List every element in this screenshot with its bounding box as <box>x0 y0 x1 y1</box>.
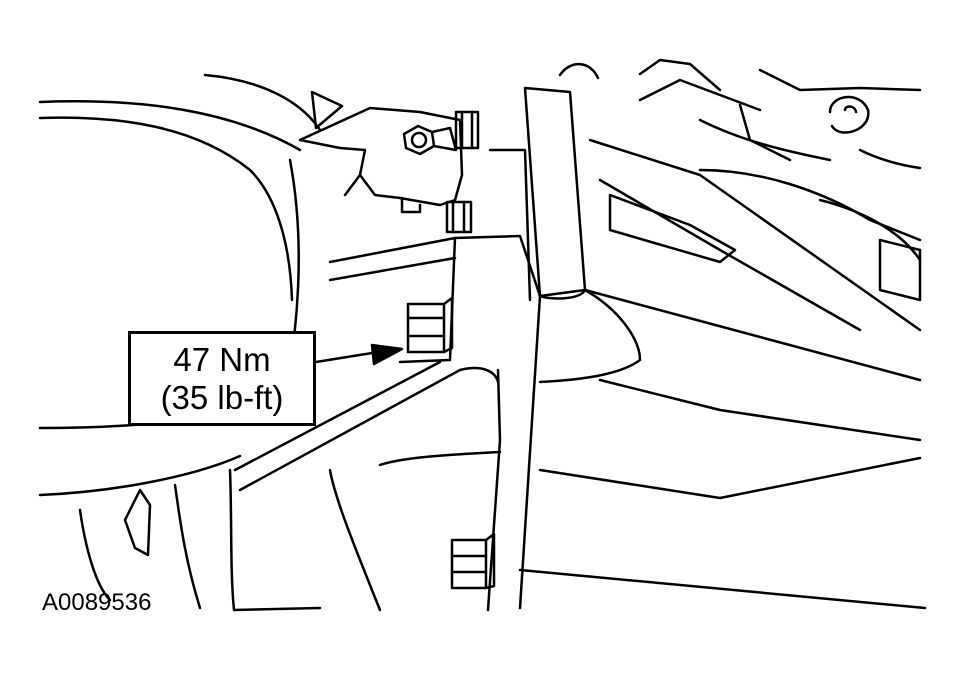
right-housing <box>518 62 927 610</box>
torque-nm-label: 47 Nm <box>173 340 271 378</box>
triangle-marker <box>310 90 344 130</box>
lower-left-parts <box>78 468 382 612</box>
bolt-head-lower-icon <box>450 532 496 590</box>
figure-id-label: A0089536 <box>42 589 152 616</box>
upper-right-hose <box>638 58 922 302</box>
bolt-head-second-icon <box>445 200 473 234</box>
diagonal-struts <box>233 236 502 492</box>
left-housing-arcs <box>38 73 322 497</box>
mounting-bracket <box>298 106 464 214</box>
bracket-bolt-icon <box>402 124 458 156</box>
bolt-head-upper-icon <box>454 110 480 150</box>
main-housing <box>398 86 642 612</box>
torque-lbft-label: (35 lb-ft) <box>160 378 284 416</box>
torque-callout-box: 47 Nm (35 lb-ft) <box>128 331 316 426</box>
bolt-head-torqued-icon <box>406 296 454 354</box>
torque-leader-arrow <box>314 343 404 366</box>
